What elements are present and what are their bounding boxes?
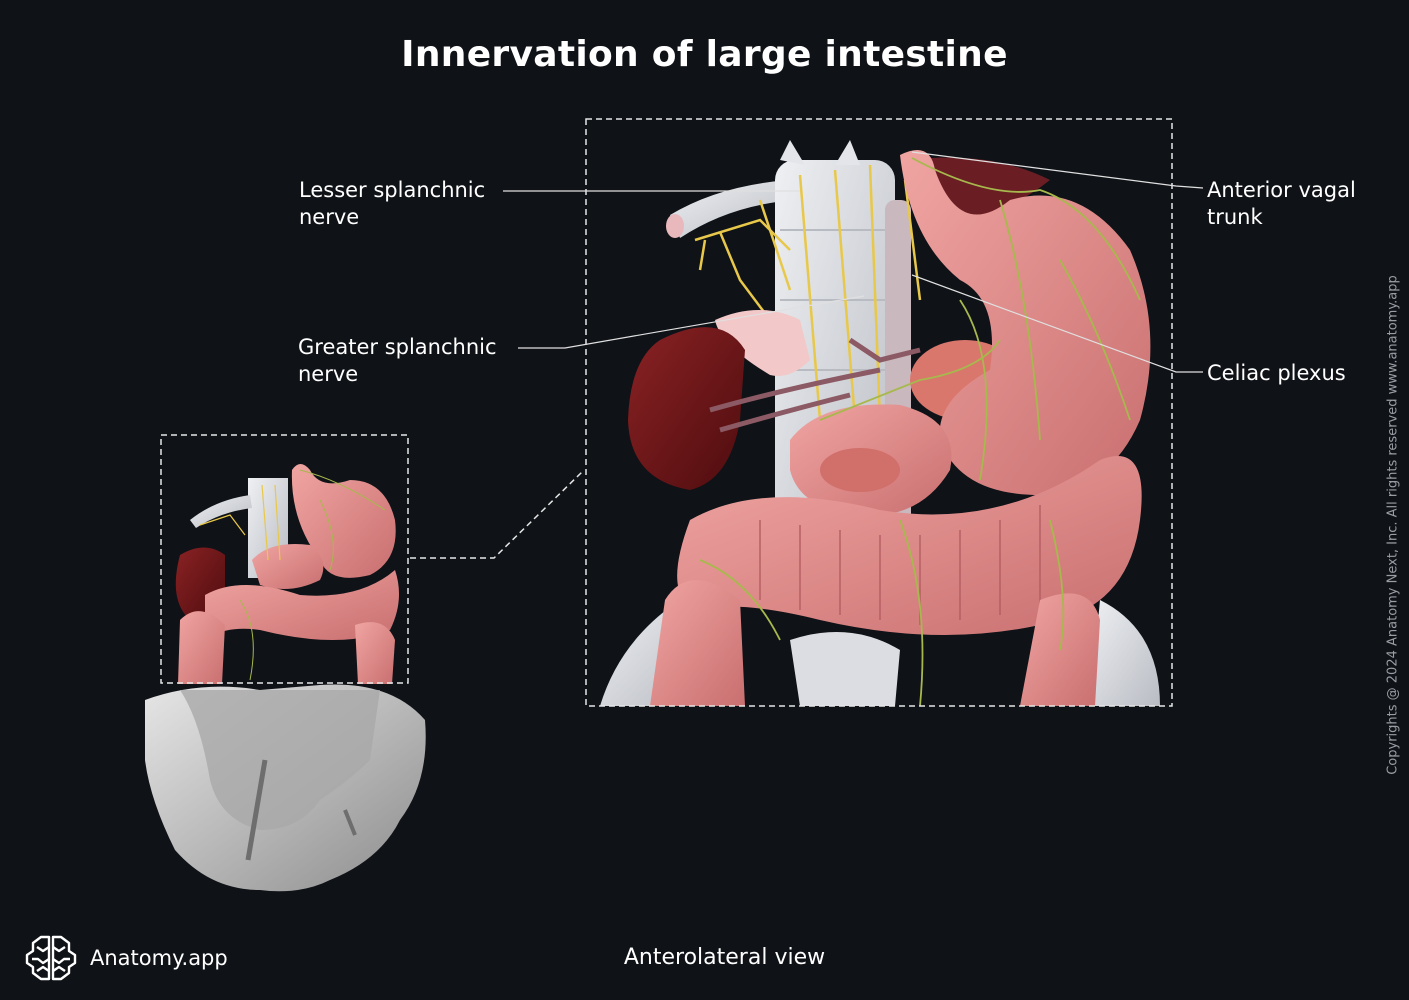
page-title: Innervation of large intestine (401, 34, 1008, 75)
brain-icon (25, 935, 77, 981)
leader-lines (503, 151, 1204, 373)
label-celiac-plexus: Celiac plexus (1207, 361, 1346, 385)
overview-connector (410, 471, 583, 559)
detail-frame (585, 118, 1173, 707)
view-caption: Anterolateral view (623, 945, 826, 970)
brand-logo: Anatomy.app (24, 933, 228, 983)
copyright-notice: Copyrights @ 2024 Anatomy Next, Inc. All… (1385, 275, 1401, 775)
label-greater-splanchnic-nerve: Greater splanchnic nerve (298, 335, 497, 386)
label-lesser-splanchnic-nerve: Lesser splanchnic nerve (299, 178, 486, 229)
detail-view-anatomy (600, 140, 1160, 706)
overview-frame (160, 434, 409, 684)
label-anterior-vagal-trunk: Anterior vagal trunk (1207, 178, 1356, 229)
overview-anatomy (145, 464, 426, 892)
brand-name: Anatomy.app (90, 946, 228, 970)
